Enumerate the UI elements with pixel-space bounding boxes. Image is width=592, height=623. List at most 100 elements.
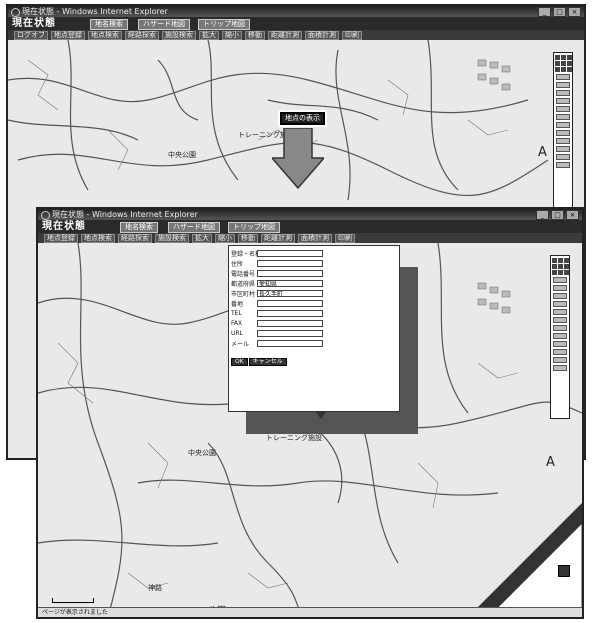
form-row: 住所 [231, 258, 327, 268]
register-form: 登録・名称 住所 電話番号 都道府県 市区町村 番地 TEL FAX URL メ… [231, 248, 327, 348]
front-toolbar-item[interactable]: 地点検索 [81, 233, 115, 243]
maximize-button[interactable]: □ [553, 7, 566, 17]
form-label: 住所 [231, 260, 244, 268]
front-header-tab-3[interactable]: トリップ地図 [228, 222, 280, 233]
back-toolbar-item[interactable]: 経路探索 [125, 30, 159, 40]
back-toolbar-item[interactable]: 印刷 [342, 30, 362, 40]
back-toolbar-item[interactable]: 施設検索 [162, 30, 196, 40]
front-titlebar: 現在状態 - Windows Internet Explorer _ □ × [38, 209, 582, 220]
email-field[interactable] [257, 339, 323, 347]
front-toolbar-item[interactable]: 面積計測 [298, 233, 332, 243]
form-buttons: OK キャンセル [231, 358, 287, 366]
back-toolbar-item[interactable]: 縮小 [222, 30, 242, 40]
browser-icon [41, 211, 50, 220]
maximize-button[interactable]: □ [551, 210, 564, 220]
back-toolbar-item[interactable]: 地点検索 [88, 30, 122, 40]
browser-icon [11, 8, 20, 17]
front-zoom-control[interactable] [550, 255, 570, 419]
back-header-tab-2[interactable]: ハザード地図 [138, 19, 190, 30]
minimize-button[interactable]: _ [536, 210, 549, 220]
back-map-label: 中央公園 [168, 151, 196, 159]
back-app-title: 現在状態 [12, 18, 56, 29]
back-map-label: トレーニング施設 [238, 131, 294, 139]
map-corner-button[interactable] [558, 565, 570, 577]
form-label: URL [231, 329, 243, 337]
back-titlebar: 現在状態 - Windows Internet Explorer _ □ × [8, 6, 584, 17]
down-arrow-icon [272, 128, 324, 190]
pan-arrows[interactable] [551, 258, 569, 275]
front-toolbar-item[interactable]: 距離計測 [261, 233, 295, 243]
close-button[interactable]: × [566, 210, 579, 220]
back-app-header: 現在状態 地名検索 ハザード地図 トリップ地図 [8, 17, 584, 30]
north-arrow-label: A [538, 145, 547, 160]
form-label: 番地 [231, 300, 244, 308]
back-zoom-control[interactable] [553, 52, 573, 221]
back-toolbar-item[interactable]: 移動 [245, 30, 265, 40]
front-map-roads [38, 243, 582, 617]
front-map-label: 中央公園 [188, 449, 216, 457]
front-map-label: トレーニング施設 [266, 434, 322, 442]
front-toolbar-item[interactable]: 印刷 [335, 233, 355, 243]
back-toolbar-item[interactable]: 面積計測 [305, 30, 339, 40]
form-label: 市区町村 [231, 290, 256, 298]
block-field[interactable] [257, 299, 323, 307]
prefecture-field[interactable] [257, 279, 323, 287]
front-header-tab-1[interactable]: 地名検索 [120, 222, 158, 233]
location-marker-button[interactable]: 地点の表示 [278, 110, 327, 127]
front-window-controls: _ □ × [536, 210, 579, 220]
tel-field[interactable] [257, 309, 323, 317]
form-row: 番地 [231, 298, 327, 308]
statusbar: ページが表示されました [38, 607, 582, 617]
front-map-label: 神路 [148, 584, 162, 592]
form-label: メール [231, 340, 250, 348]
front-app-header: 現在状態 地名検索 ハザード地図 トリップ地図 [38, 220, 582, 233]
popup-pointer [315, 411, 327, 419]
front-toolbar-item[interactable]: 施設検索 [155, 233, 189, 243]
form-row: メール [231, 338, 327, 348]
form-row: URL [231, 328, 327, 338]
back-window-controls: _ □ × [538, 7, 581, 17]
form-label: TEL [231, 309, 242, 317]
fax-field[interactable] [257, 319, 323, 327]
close-button[interactable]: × [568, 7, 581, 17]
cancel-button[interactable]: キャンセル [248, 358, 287, 366]
city-field[interactable] [257, 289, 323, 297]
front-toolbar-item[interactable]: 拡大 [192, 233, 212, 243]
front-app-title: 現在状態 [42, 221, 86, 232]
back-map-roads [8, 40, 549, 201]
back-toolbar: ログオフ 地点登録 地点検索 経路探索 施設検索 拡大 縮小 移動 距離計測 面… [8, 30, 584, 40]
back-toolbar-item[interactable]: 拡大 [199, 30, 219, 40]
ok-button[interactable]: OK [231, 358, 248, 366]
back-titlebar-text: 現在状態 - Windows Internet Explorer [22, 7, 168, 16]
url-field[interactable] [257, 329, 323, 337]
phone-field[interactable] [257, 269, 323, 277]
back-toolbar-item[interactable]: ログオフ [14, 30, 48, 40]
back-toolbar-item[interactable]: 地点登録 [51, 30, 85, 40]
minimize-button[interactable]: _ [538, 7, 551, 17]
form-row: 電話番号 [231, 268, 327, 278]
form-row: 市区町村 [231, 288, 327, 298]
form-row: 都道府県 [231, 278, 327, 288]
address-field[interactable] [257, 259, 323, 267]
front-toolbar-item[interactable]: 経路探索 [118, 233, 152, 243]
back-toolbar-item[interactable]: 距離計測 [268, 30, 302, 40]
form-label: 都道府県 [231, 280, 256, 288]
register-point-popup: 登録・名称 住所 電話番号 都道府県 市区町村 番地 TEL FAX URL メ… [228, 245, 400, 419]
back-header-tab-3[interactable]: トリップ地図 [198, 19, 250, 30]
form-label: 電話番号 [231, 270, 256, 278]
front-toolbar: 地点登録 地点検索 経路探索 施設検索 拡大 縮小 移動 距離計測 面積計測 印… [38, 233, 582, 243]
front-header-tab-2[interactable]: ハザード地図 [168, 222, 220, 233]
north-arrow-label: A [546, 455, 555, 470]
name-field[interactable] [257, 249, 323, 257]
form-label: 登録・名称 [231, 250, 257, 258]
form-row: FAX [231, 318, 327, 328]
front-toolbar-item[interactable]: 縮小 [215, 233, 235, 243]
form-label: FAX [231, 319, 243, 327]
form-row: 登録・名称 [231, 248, 327, 258]
back-header-tab-1[interactable]: 地名検索 [90, 19, 128, 30]
front-titlebar-text: 現在状態 - Windows Internet Explorer [52, 210, 198, 219]
scale-bar [52, 598, 94, 603]
pan-arrows[interactable] [554, 55, 572, 72]
front-toolbar-item[interactable]: 移動 [238, 233, 258, 243]
front-toolbar-item[interactable]: 地点登録 [44, 233, 78, 243]
